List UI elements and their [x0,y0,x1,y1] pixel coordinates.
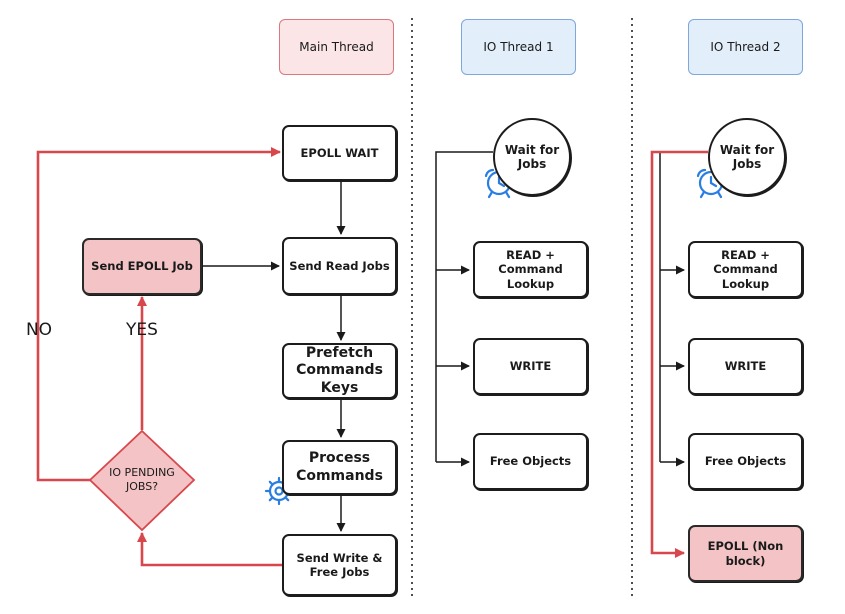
lane-header-io-thread-2: IO Thread 2 [688,19,803,75]
arrow-no-to-epoll-wait [36,147,281,482]
io2-bracket [659,151,708,462]
io1-wait-for-jobs: Wait for Jobs [493,118,571,196]
send-write-free-jobs-box: Send Write & Free Jobs [282,534,397,596]
io2-epoll-non-block-box: EPOLL (Non block) [688,525,803,582]
lane-header-main-thread: Main Thread [279,19,394,75]
io2-wait-for-jobs: Wait for Jobs [708,118,786,196]
io2-read-command-lookup-box: READ + Command Lookup [688,241,803,298]
process-commands-box: Process Commands [282,440,397,495]
io1-bracket [435,151,493,462]
io1-write-box: WRITE [473,338,588,395]
decision-diamond [88,429,196,532]
arrow-write-to-decision [137,532,282,567]
yes-label: YES [126,320,158,340]
io-pending-jobs-label: IO PENDING JOBS? [109,466,175,493]
io1-read-command-lookup-box: READ + Command Lookup [473,241,588,298]
io2-arrow-epoll [650,150,708,558]
no-label: NO [25,320,53,340]
io2-free-objects-box: Free Objects [688,433,803,490]
send-epoll-job-box: Send EPOLL Job [82,238,202,295]
io2-write-box: WRITE [688,338,803,395]
prefetch-commands-keys-box: Prefetch Commands Keys [282,343,397,399]
epoll-wait-box: EPOLL WAIT [282,125,397,181]
io1-free-objects-box: Free Objects [473,433,588,490]
lane-header-io-thread-1: IO Thread 1 [461,19,576,75]
send-read-jobs-box: Send Read Jobs [282,237,397,295]
